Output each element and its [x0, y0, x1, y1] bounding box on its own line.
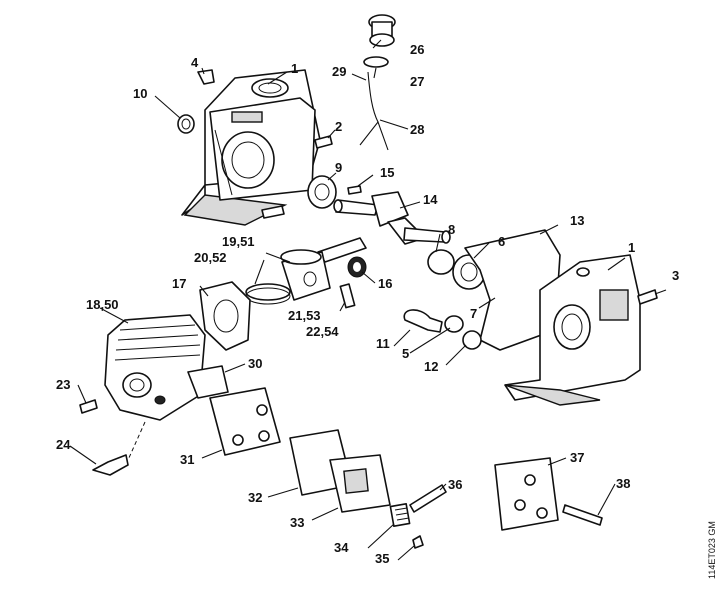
key-part-15 [347, 185, 362, 195]
callout-label: 6 [498, 234, 505, 249]
callout-label: 24 [56, 437, 71, 452]
callout-label: 8 [448, 222, 455, 237]
callout-label: 16 [378, 276, 392, 291]
gasket-part-30 [187, 365, 229, 399]
callout-label: 28 [410, 122, 424, 137]
oil-seal-part-10 [177, 114, 195, 134]
callout-label: 9 [335, 160, 342, 175]
callout-label: 15 [380, 165, 394, 180]
callout-label: 32 [248, 490, 262, 505]
gasket-part-17 [199, 281, 251, 351]
drawing-code: 114ET023 GM [707, 521, 717, 579]
callout-label: 3 [672, 268, 679, 283]
needle-cage-part-16 [347, 256, 367, 278]
callout-label: 22,54 [306, 324, 339, 339]
callout-label: 11 [376, 336, 390, 351]
callout-label: 35 [375, 551, 389, 566]
screw-part-3 [637, 289, 658, 305]
sleeve-part-12 [462, 330, 482, 350]
ball-bearing-part-9 [307, 175, 337, 209]
leader-lines [69, 39, 667, 561]
screw-part-36 [409, 484, 447, 513]
callout-label: 18,50 [86, 297, 119, 312]
callout-label: 5 [402, 346, 409, 361]
callout-label: 30 [248, 356, 262, 371]
callout-label: 29 [332, 64, 346, 79]
crankcase-half-left [181, 69, 321, 226]
pin-part-4 [197, 69, 215, 85]
screw-part-38 [562, 504, 603, 526]
callout-label: 10 [133, 86, 147, 101]
spark-plug-part-24 [92, 421, 146, 476]
cover-part-33 [329, 454, 391, 513]
callout-label: 34 [334, 540, 349, 555]
callout-label: 17 [172, 276, 186, 291]
callout-label: 12 [424, 359, 438, 374]
callout-labels: 1 2 3 4 5 6 7 8 9 10 11 12 13 14 15 16 1… [56, 42, 679, 566]
callout-label: 19,51 [222, 234, 255, 249]
callout-label: 1 [628, 240, 635, 255]
piston-pin-part-21-53 [339, 283, 356, 309]
dowel-pin-lower [261, 205, 285, 219]
gasket-part-13 [464, 229, 561, 351]
callout-label: 7 [470, 306, 477, 321]
muffler-half-part-37 [494, 457, 559, 531]
callout-label: 1 [291, 61, 298, 76]
callout-label: 23 [56, 377, 70, 392]
cylinder-part-18-50 [104, 314, 206, 421]
piston-part-19-51 [280, 249, 331, 301]
callout-label: 2 [335, 119, 342, 134]
callout-label: 38 [616, 476, 630, 491]
callout-label: 21,53 [288, 308, 321, 323]
strainer-chain-part-28 [359, 71, 389, 151]
callout-label: 37 [570, 450, 584, 465]
crankshaft-part-14 [333, 191, 451, 245]
impulse-hose-part-11 [403, 309, 443, 333]
gasket-part-27 [363, 56, 389, 68]
callout-label: 14 [423, 192, 438, 207]
spark-screen-part-34 [389, 502, 411, 528]
callout-label: 36 [448, 477, 462, 492]
callout-label: 33 [290, 515, 304, 530]
dowel-pin-part-2 [314, 135, 333, 149]
circlip-part-8 [427, 249, 455, 275]
callout-label: 20,52 [194, 250, 227, 265]
piston-rings-part-20-52 [245, 283, 291, 305]
callout-label: 27 [410, 74, 424, 89]
cap-assembly-part-26 [368, 14, 396, 47]
muffler-half-part-31 [209, 387, 281, 456]
callout-label: 26 [410, 42, 424, 57]
crankcase-half-right [504, 254, 641, 406]
callout-label: 31 [180, 452, 194, 467]
screw-part-23 [79, 399, 98, 414]
callout-label: 4 [191, 55, 199, 70]
screw-part-35 [412, 535, 424, 549]
callout-label: 13 [570, 213, 584, 228]
